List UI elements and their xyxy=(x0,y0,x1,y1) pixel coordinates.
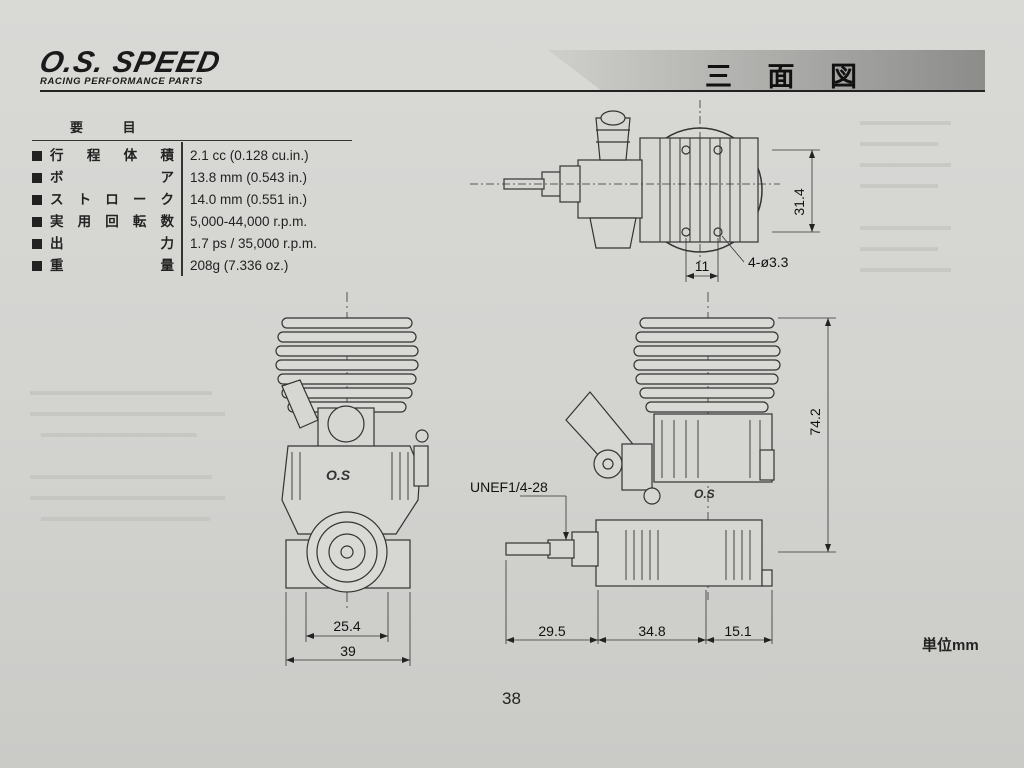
dim-side-rear: 15.1 xyxy=(724,623,751,639)
spec-label-char: ス xyxy=(50,192,66,207)
show-through-text-left: ▬▬▬▬▬▬▬▬▬▬▬▬▬▬ ▬▬▬▬▬▬▬▬▬▬▬▬▬▬▬ ▬▬▬▬▬▬▬▬▬… xyxy=(30,383,225,524)
spec-label-char: ア xyxy=(160,170,176,185)
spec-label-char: ボ xyxy=(50,170,66,185)
header-rule xyxy=(40,90,985,92)
dim-side-thread: UNEF1/4-28 xyxy=(470,479,548,495)
spec-label-char: 出 xyxy=(50,236,66,251)
spec-label: ボア xyxy=(50,167,176,189)
spec-label-char: ト xyxy=(77,192,94,207)
top-view xyxy=(470,100,820,282)
dim-side-height: 74.2 xyxy=(807,408,823,435)
side-view xyxy=(505,292,836,644)
show-through-text-right: ▬▬▬▬▬▬▬ ▬▬▬▬▬▬ ▬▬▬▬▬▬▬ ▬▬▬▬▬▬ ▬▬▬▬▬▬▬ ▬▬… xyxy=(860,113,951,275)
spec-label-char: ロ xyxy=(105,192,121,207)
spec-label-char: ー xyxy=(132,192,149,207)
square-bullet-icon xyxy=(32,239,42,249)
spec-label: ストローク xyxy=(50,189,176,211)
spec-label: 行程体積 xyxy=(50,145,176,167)
front-view xyxy=(275,292,429,666)
spec-label-char: 実 xyxy=(50,214,66,229)
section-title: 三 面 図 xyxy=(705,62,872,92)
spec-label-char: 体 xyxy=(123,148,140,163)
spec-value: 14.0 mm (0.551 in.) xyxy=(190,192,308,207)
spec-label-char: 数 xyxy=(160,214,176,229)
square-bullet-icon xyxy=(32,217,42,227)
spec-label-char: ク xyxy=(160,192,176,207)
unit-label: 単位mm xyxy=(922,637,979,654)
square-bullet-icon xyxy=(32,151,42,161)
dim-top-height: 31.4 xyxy=(791,188,807,215)
dim-top-bolt-spacing: 11 xyxy=(695,258,710,274)
spec-value: 208g (7.336 oz.) xyxy=(190,258,289,273)
spec-row: 行 程 体 積 2.1 cc (0.128 cu.in.) xyxy=(32,145,352,167)
spec-label-char: 行 xyxy=(50,148,66,163)
spec-label: 出力 xyxy=(50,233,176,255)
dim-front-inner-width: 25.4 xyxy=(333,618,360,634)
dim-top-hole-callout: 4-ø3.3 xyxy=(748,254,789,270)
dim-side-body: 34.8 xyxy=(638,623,665,639)
spec-value: 13.8 mm (0.543 in.) xyxy=(190,170,308,185)
spec-row: 実用回転数 5,000-44,000 r.p.m. xyxy=(32,211,352,233)
logo-tagline: RACING PERFORMANCE PARTS xyxy=(40,76,203,87)
spec-label-char: 程 xyxy=(86,148,103,163)
spec-row: ストローク 14.0 mm (0.551 in.) xyxy=(32,189,352,211)
spec-value: 5,000-44,000 r.p.m. xyxy=(190,214,308,229)
square-bullet-icon xyxy=(32,261,42,271)
spec-label-char: 量 xyxy=(160,258,176,273)
spec-value: 2.1 cc (0.128 cu.in.) xyxy=(190,148,309,163)
spec-heading: 要 目 xyxy=(32,116,352,141)
title-banner xyxy=(548,50,985,90)
dim-side-shaft: 29.5 xyxy=(538,623,565,639)
spec-label: 実用回転数 xyxy=(50,211,176,233)
spec-label-char: 積 xyxy=(160,148,176,163)
spec-divider xyxy=(181,142,183,276)
spec-label-char: 転 xyxy=(132,214,149,229)
spec-label-char: 力 xyxy=(160,236,176,251)
square-bullet-icon xyxy=(32,195,42,205)
front-cover-mark: O.S xyxy=(326,467,351,483)
spec-label-char: 用 xyxy=(77,214,94,229)
dim-front-outer-width: 39 xyxy=(340,643,356,659)
spec-label-char: 回 xyxy=(105,214,121,229)
spec-value: 1.7 ps / 35,000 r.p.m. xyxy=(190,236,317,251)
side-cover-mark: O.S xyxy=(694,487,715,501)
page-number: 38 xyxy=(502,689,521,708)
square-bullet-icon xyxy=(32,173,42,183)
spec-label: 重量 xyxy=(50,255,176,277)
spec-label-char: 重 xyxy=(50,258,66,273)
